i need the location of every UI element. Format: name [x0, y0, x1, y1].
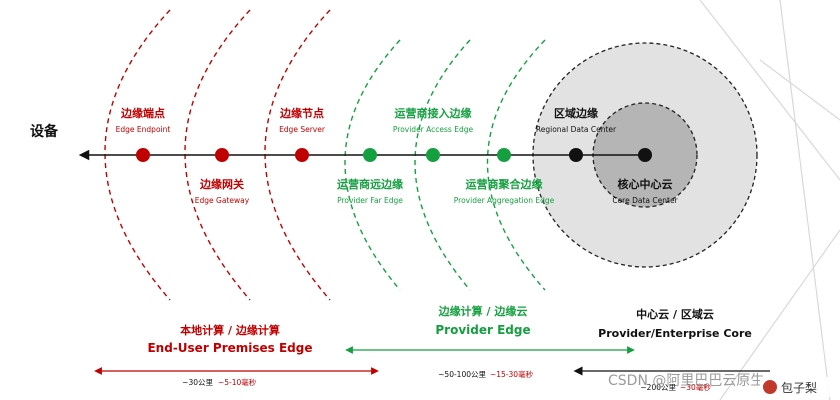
label-provider-aggregation-edge-zh: 运营商聚合边缘	[466, 177, 543, 191]
label-core-data-center-zh: 核心中心云	[618, 177, 673, 191]
label-edge-endpoint-zh: 边缘端点	[120, 106, 165, 120]
label-provider-far-edge-en: Provider Far Edge	[337, 196, 403, 205]
dot-edge-endpoint[interactable]	[136, 148, 150, 162]
section-premises-zh: 本地计算 / 边缘计算	[180, 323, 280, 337]
provider-arcs	[344, 39, 546, 291]
section-core-zh: 中心云 / 区域云	[636, 307, 714, 321]
range-core-latency: ~30毫秒	[680, 382, 711, 392]
dot-core-data-center[interactable]	[638, 148, 652, 162]
section-provider-en: Provider Edge	[435, 323, 530, 337]
label-edge-endpoint-en: Edge Endpoint	[116, 125, 171, 134]
range-premises-distance: ~30公里	[182, 378, 213, 387]
background-lines	[699, 0, 840, 400]
label-core-data-center-en: Core Data Center	[612, 196, 678, 205]
label-provider-far-edge-zh: 运营商远边缘	[337, 177, 403, 191]
dot-edge-gateway[interactable]	[215, 148, 229, 162]
range-provider-distance: ~50-100公里	[438, 370, 486, 379]
device-label: 设备	[30, 123, 59, 140]
label-edge-gateway-en: Edge Gateway	[195, 196, 250, 205]
logo-text: 包子梨	[781, 381, 817, 395]
range-core-distance: ~200公里	[640, 383, 676, 392]
watermark-text: CSDN @阿里巴巴云原生	[608, 373, 764, 389]
label-regional-data-center-en: Regional Data Center	[536, 125, 617, 134]
dot-edge-server[interactable]	[295, 148, 309, 162]
label-provider-access-edge-en: Provider Access Edge	[393, 125, 474, 134]
premises-arcs	[104, 9, 331, 301]
logo-icon	[763, 380, 777, 394]
label-provider-access-edge-zh: 运营商接入边缘	[395, 106, 472, 120]
range-provider-latency: ~15-30毫秒	[490, 369, 534, 379]
section-provider-zh: 边缘计算 / 边缘云	[438, 304, 528, 318]
dot-provider-far-edge[interactable]	[363, 148, 377, 162]
dot-provider-access-edge[interactable]	[426, 148, 440, 162]
label-regional-data-center-zh: 区域边缘	[554, 106, 598, 120]
label-provider-aggregation-edge-en: Provider Aggregation Edge	[454, 196, 555, 205]
section-core-en: Provider/Enterprise Core	[598, 327, 752, 340]
label-edge-gateway-zh: 边缘网关	[199, 177, 244, 191]
label-edge-server-zh: 边缘节点	[279, 106, 324, 120]
dot-provider-aggregation-edge[interactable]	[497, 148, 511, 162]
section-premises-en: End-User Premises Edge	[147, 341, 312, 355]
logo-badge: 包子梨	[760, 377, 836, 397]
label-edge-server-en: Edge Server	[279, 125, 326, 134]
range-premises-latency: ~5-10毫秒	[218, 377, 257, 387]
dot-regional-data-center[interactable]	[569, 148, 583, 162]
